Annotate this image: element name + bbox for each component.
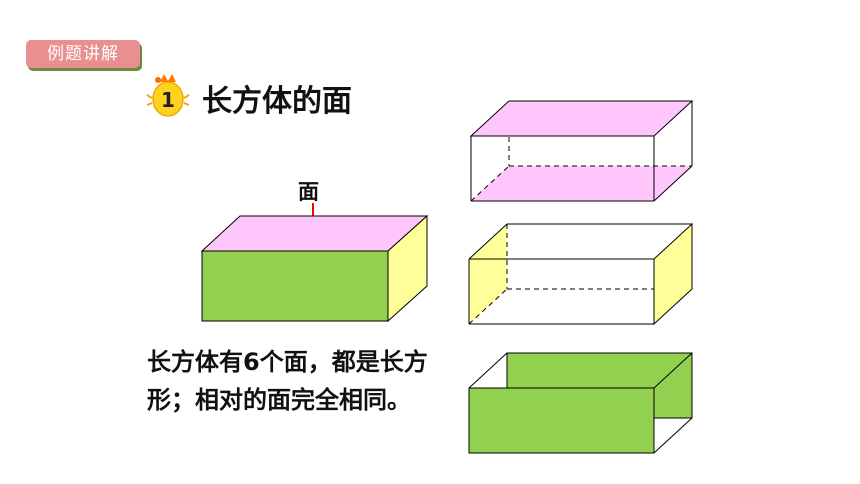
section-number: 1 <box>161 88 175 112</box>
cuboid3-front-face <box>468 387 655 454</box>
cuboid1-top-face <box>469 100 694 137</box>
main-front-face <box>201 250 389 322</box>
chick-number-icon: 1 <box>146 74 190 117</box>
section-title: 长方体的面 <box>202 84 352 119</box>
cuboid-front-back <box>468 352 693 454</box>
description-text: 长方体有6个面，都是长方形；相对的面完全相同。 <box>147 348 428 414</box>
cuboid-left-right <box>468 222 693 326</box>
cuboid-top-bottom <box>469 100 694 202</box>
face-label: 面 <box>298 180 319 204</box>
cuboid2-left-face <box>469 224 507 324</box>
example-badge: 例题讲解 <box>26 40 140 68</box>
cuboid2-right-face <box>653 222 693 326</box>
cuboid1-bottom-face <box>471 166 692 201</box>
main-cuboid <box>200 214 429 323</box>
